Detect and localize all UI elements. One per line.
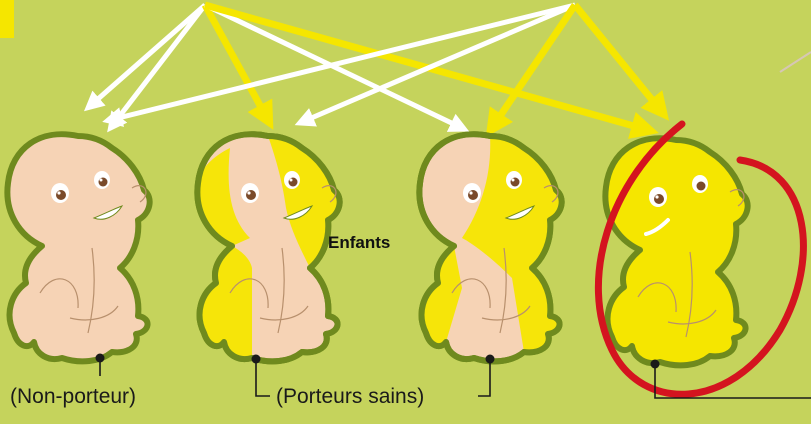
leader-carrier-left: [256, 361, 270, 396]
baby-non-carrier: [7, 134, 149, 361]
arrow-white: [90, 5, 205, 106]
dot-carrier-left: [252, 355, 261, 364]
baby-affected: [605, 138, 747, 365]
dot-non-carrier: [96, 354, 105, 363]
leader-dots: [96, 354, 660, 369]
healthy-carriers-label: (Porteurs sains): [276, 385, 424, 409]
baby-carrier-1: [197, 134, 339, 361]
partial-line: [780, 52, 811, 72]
dot-carrier-right: [486, 355, 495, 364]
baby-carrier-2: [419, 134, 561, 361]
arrow-yellow: [575, 5, 662, 112]
non-carrier-label: (Non-porteur): [10, 385, 136, 409]
leader-carrier-right: [478, 361, 490, 396]
parent-fragment: [0, 0, 14, 38]
dot-affected: [651, 360, 660, 369]
children-label: Enfants: [328, 233, 390, 253]
